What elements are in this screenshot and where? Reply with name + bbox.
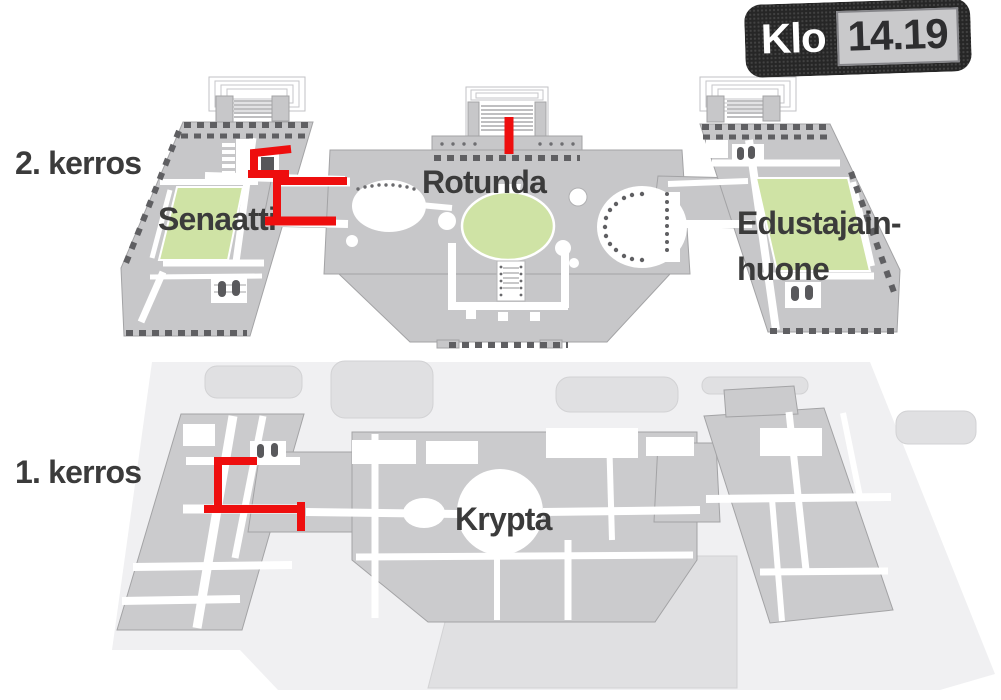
room-label-crypt: Krypta [455,501,552,537]
senate-chamber [157,186,245,261]
statuary-hall [597,186,687,268]
ladder-stairs [222,139,250,179]
entrance-steps-left [208,76,306,123]
grand-stairs [496,260,526,302]
rotunda-chamber [460,190,556,262]
entrance-steps-right [699,76,797,123]
label-first-floor: 1. kerros [15,454,142,490]
floor-plan-first [112,360,995,690]
clock-badge: Klo 14.19 [743,0,972,78]
stairs-marker [257,443,278,458]
doorway-marker [261,157,274,170]
wall-dashes [121,122,898,348]
stairs-marker [732,144,821,308]
old-chamber-oval [352,180,426,232]
stairs-marker [211,276,247,303]
clock-time-display: 14.19 [835,7,960,67]
room-label-senate: Senaatti [158,201,277,237]
room-label-house: Edustajain- huone [737,200,901,292]
crypt-circle [457,469,543,555]
label-second-floor: 2. kerros [15,145,142,181]
room-label-house-line2: huone [737,251,830,287]
room-label-house-line1: Edustajain- [737,205,901,241]
house-chamber [754,177,872,272]
clock-label: Klo [760,12,827,62]
room-label-rotunda: Rotunda [422,164,547,200]
